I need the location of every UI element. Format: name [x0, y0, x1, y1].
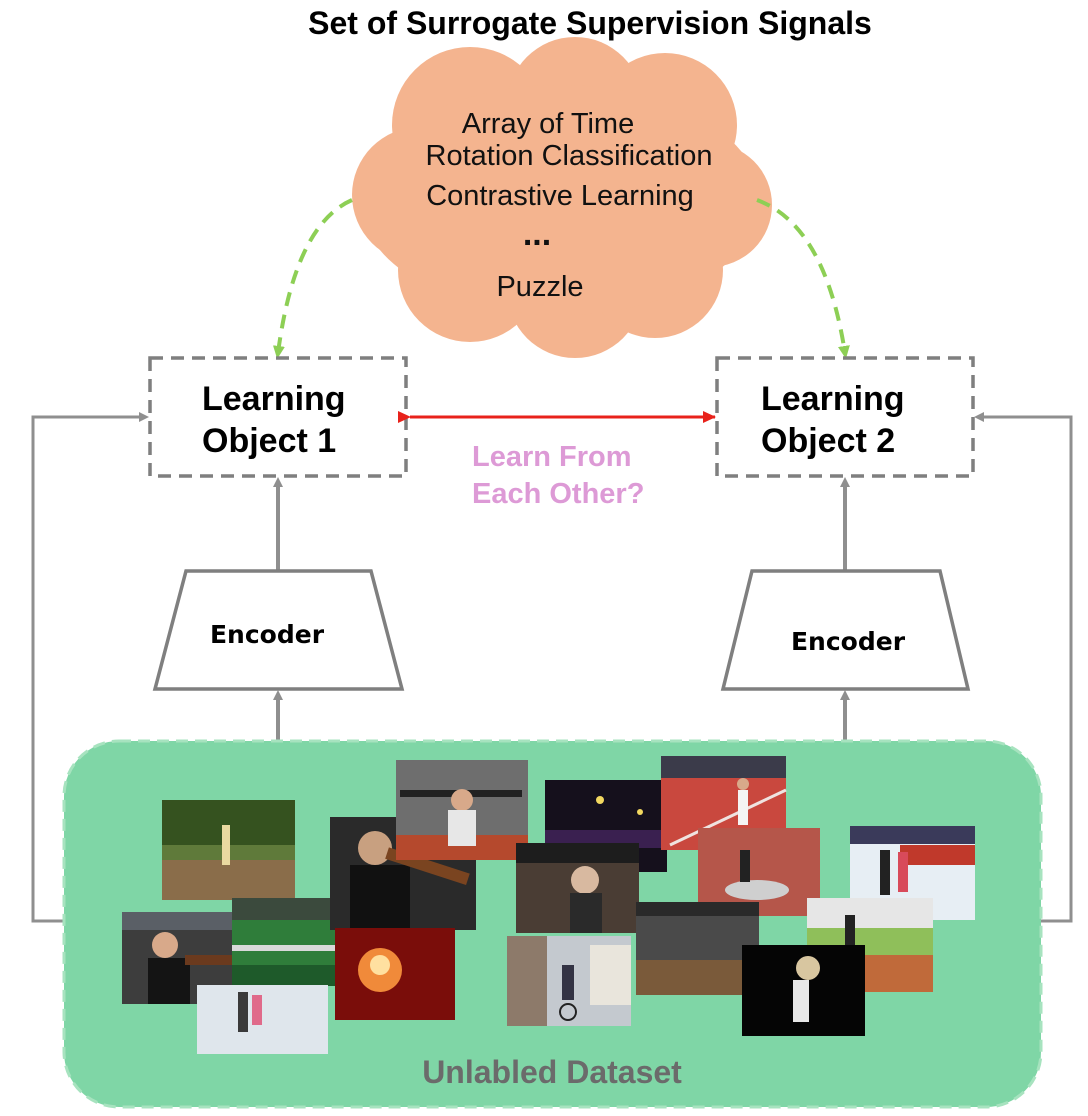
encoder-right-label: Encoder: [791, 627, 906, 656]
arrow-dataset-to-object1: [31, 412, 149, 923]
learning-object-2-line1: Learning: [761, 380, 905, 418]
thumbnail-cycling: [507, 936, 631, 1026]
cloud-item-contrastive-learning: Contrastive Learning: [426, 180, 694, 212]
dataset-label: Unlabled Dataset: [422, 1054, 682, 1090]
cloud-item-array-of-time: Array of Time: [462, 108, 634, 140]
cloud-item-puzzle: Puzzle: [496, 271, 583, 303]
cloud-item-rotation-classification: Rotation Classification: [426, 140, 713, 172]
arrow-dataset-to-object2: [974, 412, 1073, 923]
learning-object-1-line1: Learning: [202, 380, 346, 418]
signal-arrow-right: [756, 198, 850, 359]
thumbnail-stage: [742, 945, 865, 1036]
thumbnail-basketball: [636, 902, 759, 995]
signal-arrow-left: [272, 198, 353, 359]
unlabeled-dataset: Unlabled Dataset: [62, 739, 1043, 1109]
learning-object-1: Learning Object 1: [148, 356, 408, 478]
thumbnail-computer: [516, 843, 639, 933]
supervision-signals-cloud: Array of Time Rotation Classification Co…: [352, 37, 772, 358]
diagram-title: Set of Surrogate Supervision Signals: [308, 5, 872, 41]
thumbnail-shot-put: [698, 828, 820, 916]
mutual-label-line2: Each Other?: [472, 478, 644, 510]
thumbnail-fire: [335, 928, 455, 1020]
encoder-right: Encoder: [720, 569, 971, 691]
learning-object-1-line2: Object 1: [202, 422, 336, 460]
encoder-left-label: Encoder: [210, 620, 325, 649]
encoder-left: Encoder: [152, 569, 405, 691]
learning-object-2: Learning Object 2: [715, 356, 975, 478]
thumbnail-weightlifting: [396, 760, 528, 860]
learning-object-2-line2: Object 2: [761, 422, 895, 460]
thumbnail-field: [162, 800, 295, 900]
cloud-item-ellipsis: ...: [523, 215, 551, 253]
video-frame-thumbnails: [122, 756, 975, 1054]
thumbnail-ice-skating-1: [197, 985, 328, 1054]
mutual-label-line1: Learn From: [472, 441, 632, 473]
